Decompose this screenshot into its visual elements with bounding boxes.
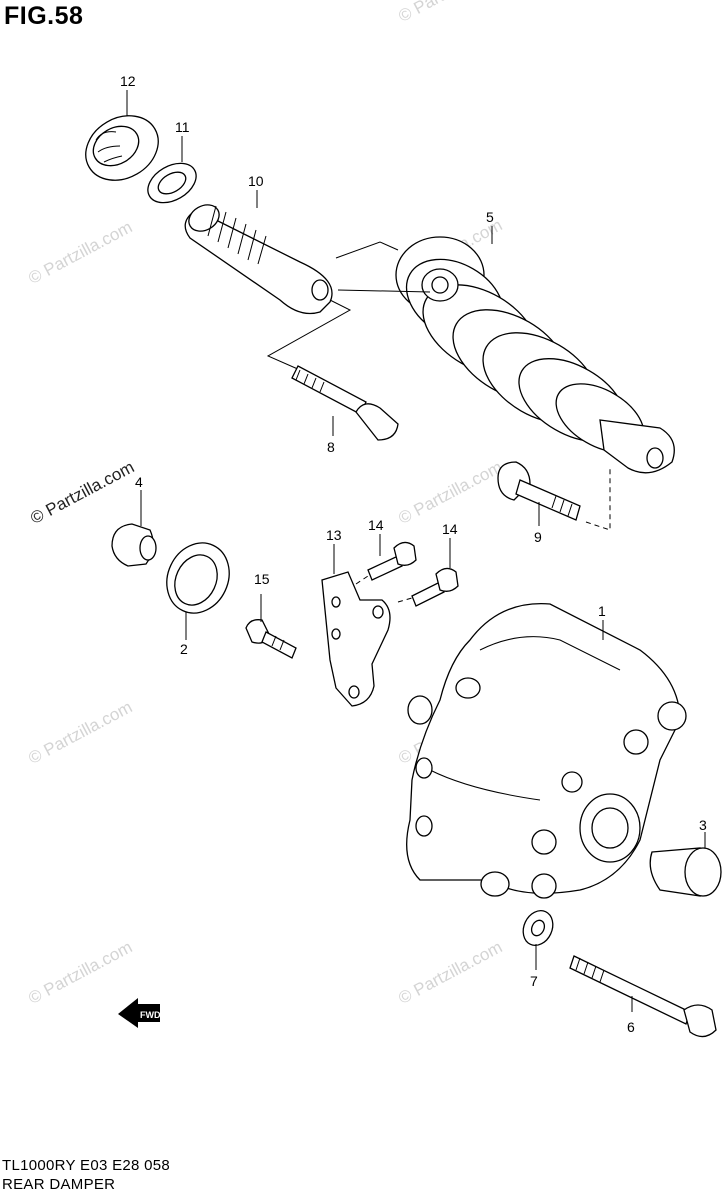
part-15-bolt xyxy=(245,619,297,659)
fwd-label: FWD xyxy=(140,1010,161,1020)
part-7-washer xyxy=(522,909,554,947)
callout-9: 9 xyxy=(534,529,542,545)
part-14-bolt-b xyxy=(411,567,459,607)
figure-title: FIG.58 xyxy=(4,2,84,30)
part-3-collar xyxy=(649,847,722,897)
diagram-caption: REAR DAMPER xyxy=(2,1176,116,1193)
part-8-bolt xyxy=(291,365,399,441)
part-1-cushion-lever xyxy=(406,602,687,899)
callout-13: 13 xyxy=(326,527,342,543)
callout-3: 3 xyxy=(699,817,707,833)
part-10-rod-end xyxy=(184,204,333,315)
callout-10: 10 xyxy=(248,173,264,189)
part-9-bolt xyxy=(497,461,581,521)
part-5-damper-body xyxy=(395,236,675,474)
callout-4: 4 xyxy=(135,474,143,490)
front-direction-arrow: FWD xyxy=(118,998,161,1028)
callout-11: 11 xyxy=(175,119,190,135)
callout-6: 6 xyxy=(627,1019,635,1035)
part-12-dust-seal xyxy=(85,115,159,181)
callout-5: 5 xyxy=(486,209,494,225)
part-2-seal-ring xyxy=(166,542,230,614)
part-11-washer xyxy=(147,162,197,204)
callout-1: 1 xyxy=(598,603,606,619)
model-code: TL1000RY E03 E28 058 xyxy=(2,1157,171,1174)
callout-15: 15 xyxy=(254,571,270,587)
callout-14a: 14 xyxy=(368,517,384,533)
callout-8: 8 xyxy=(327,439,335,455)
callout-14b: 14 xyxy=(442,521,458,537)
part-6-long-bolt xyxy=(569,955,717,1038)
callout-2: 2 xyxy=(180,641,188,657)
callout-7: 7 xyxy=(530,973,538,989)
callout-12: 12 xyxy=(120,73,136,89)
part-4-cap xyxy=(111,523,157,567)
part-14-bolt-a xyxy=(367,541,417,581)
part-13-bracket xyxy=(321,571,391,707)
